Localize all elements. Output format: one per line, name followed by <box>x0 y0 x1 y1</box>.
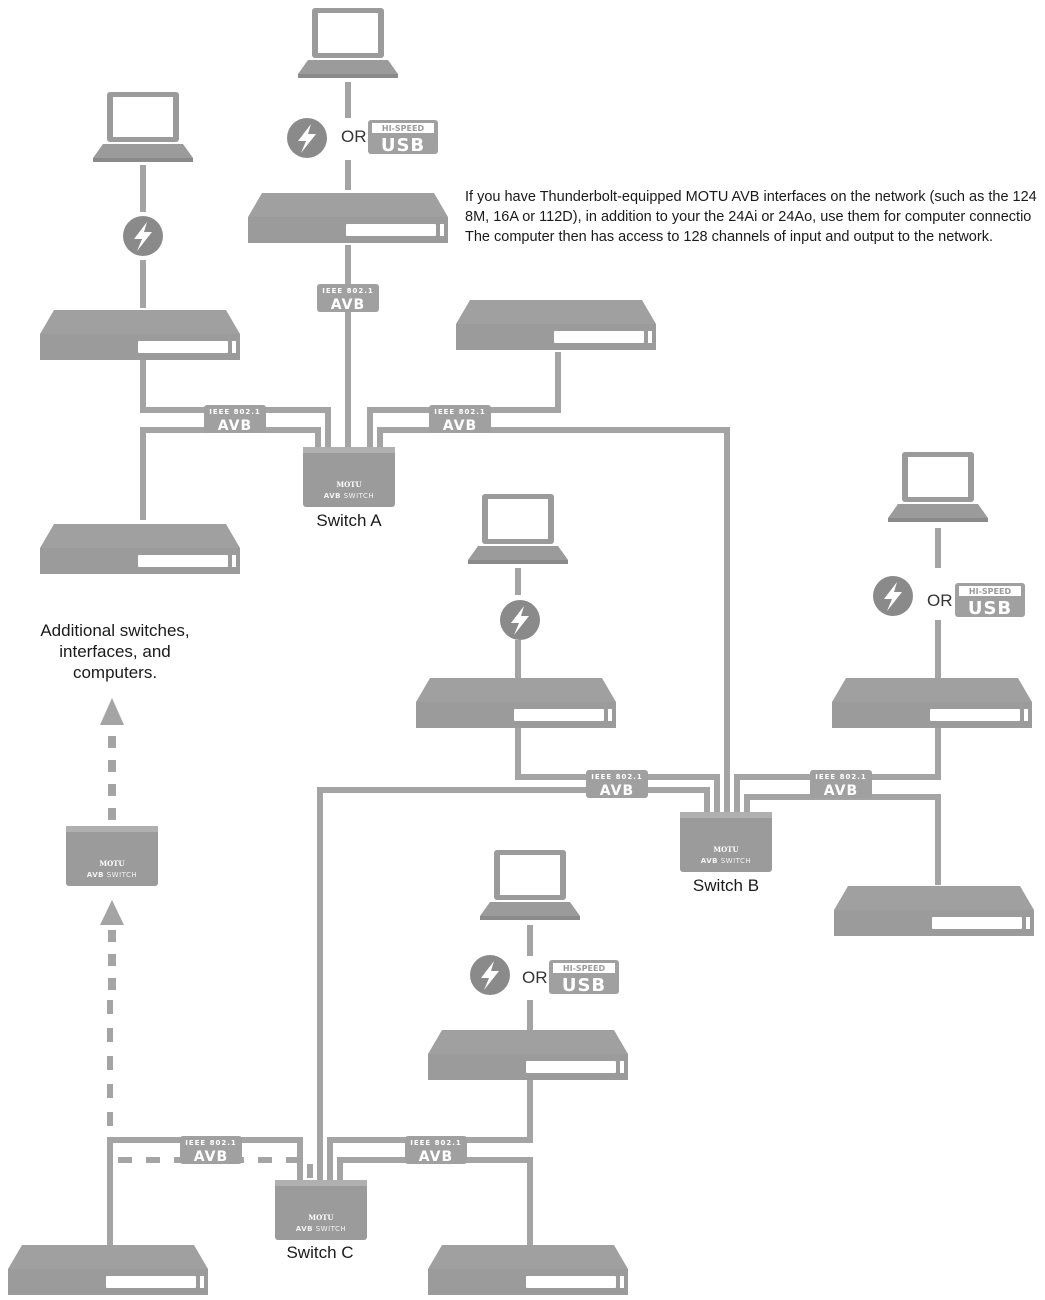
usb-badge: HI-SPEED USB <box>368 120 438 156</box>
extra-switch: MOTU AVB SWITCH <box>66 826 158 886</box>
note-line: If you have Thunderbolt-equipped MOTU AV… <box>465 189 1037 205</box>
laptop-icon <box>468 494 568 564</box>
expansion-arrows <box>100 698 124 990</box>
laptop-icon <box>480 850 580 920</box>
or-label: OR <box>927 591 953 610</box>
svg-text:USB: USB <box>562 975 606 996</box>
laptop-icon <box>93 92 193 162</box>
svg-text:AVB: AVB <box>194 1149 228 1165</box>
avb-badge: IEEE 802.1 AVB <box>204 405 266 434</box>
svg-text:IEEE 802.1: IEEE 802.1 <box>185 1139 237 1147</box>
svg-text:AVB: AVB <box>824 783 858 799</box>
svg-text:MOTU: MOTU <box>308 1213 333 1222</box>
or-label: OR <box>341 127 367 146</box>
svg-text:AVB SWITCH: AVB SWITCH <box>296 1225 346 1233</box>
thunderbolt-note: If you have Thunderbolt-equipped MOTU AV… <box>465 189 1037 245</box>
switch-a: MOTU AVB SWITCH <box>303 447 395 507</box>
usb-badge: HI-SPEED USB <box>549 960 619 996</box>
avb-badge: IEEE 802.1 AVB <box>180 1136 242 1165</box>
svg-text:HI-SPEED: HI-SPEED <box>382 124 425 133</box>
svg-text:IEEE 802.1: IEEE 802.1 <box>410 1139 462 1147</box>
interface-unit <box>456 300 656 350</box>
additional-line: interfaces, and <box>59 642 171 661</box>
svg-text:HI-SPEED: HI-SPEED <box>563 964 606 973</box>
svg-text:AVB SWITCH: AVB SWITCH <box>87 871 137 879</box>
thunderbolt-icon <box>470 955 510 995</box>
svg-text:IEEE 802.1: IEEE 802.1 <box>209 408 261 416</box>
svg-text:IEEE 802.1: IEEE 802.1 <box>591 773 643 781</box>
laptop-icon <box>298 8 398 78</box>
interface-unit <box>248 193 448 243</box>
svg-text:MOTU: MOTU <box>99 859 124 868</box>
svg-text:AVB SWITCH: AVB SWITCH <box>324 492 374 500</box>
interface-unit <box>40 524 240 574</box>
laptop-icon <box>888 452 988 522</box>
interface-unit <box>428 1030 628 1080</box>
svg-text:AVB: AVB <box>600 783 634 799</box>
svg-text:AVB: AVB <box>443 418 477 434</box>
svg-text:MOTU: MOTU <box>713 845 738 854</box>
avb-badge: IEEE 802.1 AVB <box>317 284 379 313</box>
avb-badge: IEEE 802.1 AVB <box>405 1136 467 1165</box>
svg-text:MOTU: MOTU <box>336 480 361 489</box>
thunderbolt-icon <box>287 118 327 158</box>
additional-line: computers. <box>73 663 157 682</box>
svg-text:USB: USB <box>381 135 425 156</box>
svg-text:HI-SPEED: HI-SPEED <box>969 587 1012 596</box>
avb-badge: IEEE 802.1 AVB <box>586 770 648 799</box>
svg-text:AVB: AVB <box>331 297 365 313</box>
svg-text:IEEE 802.1: IEEE 802.1 <box>434 408 486 416</box>
svg-text:AVB: AVB <box>419 1149 453 1165</box>
svg-text:IEEE 802.1: IEEE 802.1 <box>815 773 867 781</box>
thunderbolt-icon <box>123 216 163 256</box>
or-label: OR <box>522 968 548 987</box>
usb-badge: HI-SPEED USB <box>955 583 1025 619</box>
note-line: 8M, 16A or 112D), in addition to your th… <box>465 209 1031 225</box>
switch-b: MOTU AVB SWITCH <box>680 812 772 872</box>
switch-b-label: Switch B <box>693 876 759 895</box>
avb-badge: IEEE 802.1 AVB <box>810 770 872 799</box>
interface-unit <box>8 1245 208 1295</box>
interface-unit <box>40 310 240 360</box>
interface-unit <box>428 1245 628 1295</box>
switch-c: MOTU AVB SWITCH <box>275 1180 367 1240</box>
svg-text:USB: USB <box>968 598 1012 619</box>
svg-text:AVB: AVB <box>218 418 252 434</box>
svg-text:IEEE 802.1: IEEE 802.1 <box>322 287 374 295</box>
switch-c-label: Switch C <box>286 1243 353 1262</box>
interface-unit <box>832 678 1032 728</box>
interface-unit <box>834 886 1034 936</box>
additional-note: Additional switches, interfaces, and com… <box>40 621 189 682</box>
thunderbolt-icon <box>500 600 540 640</box>
switch-a-label: Switch A <box>316 511 382 530</box>
interface-unit <box>416 678 616 728</box>
additional-line: Additional switches, <box>40 621 189 640</box>
avb-badge: IEEE 802.1 AVB <box>429 405 491 434</box>
svg-text:AVB SWITCH: AVB SWITCH <box>701 857 751 865</box>
note-line: The computer then has access to 128 chan… <box>465 229 993 245</box>
thunderbolt-icon <box>873 576 913 616</box>
